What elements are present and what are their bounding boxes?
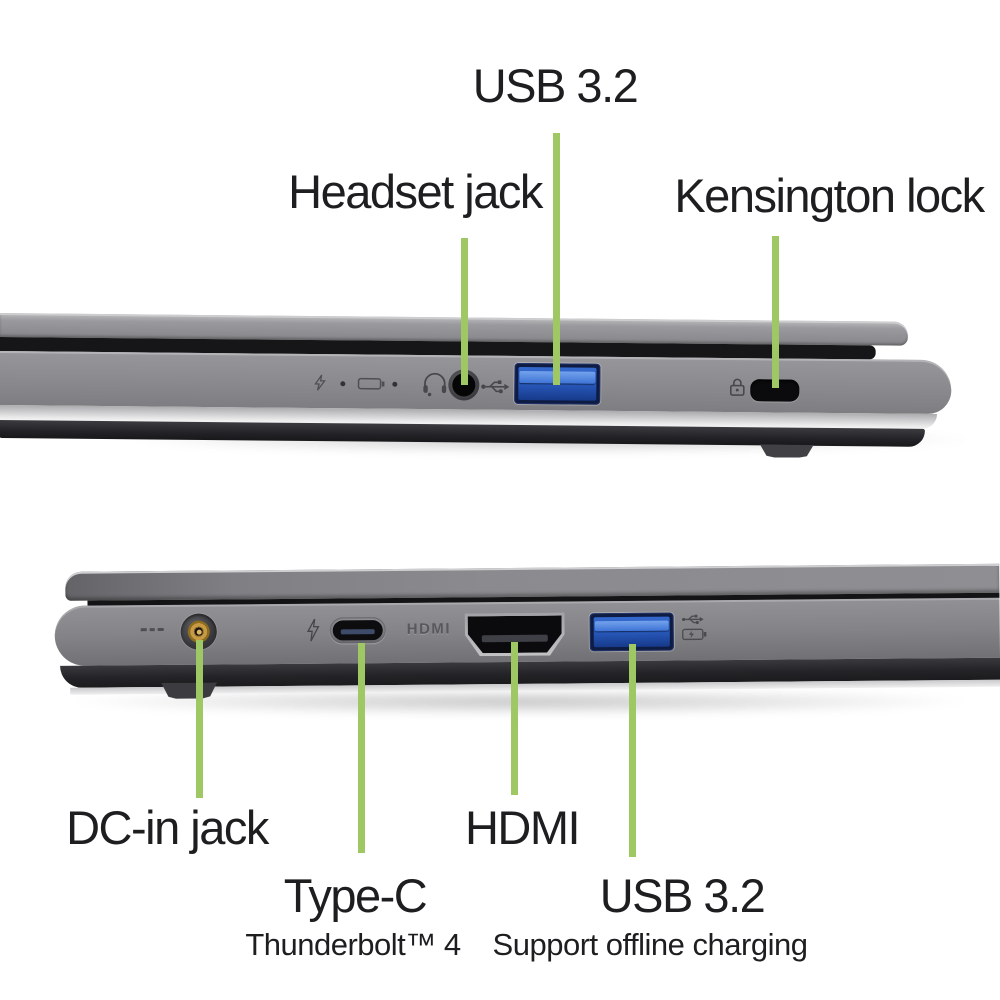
power-led [340,381,346,387]
headset-icon [421,371,448,397]
laptop-base-edge: HDMI [54,597,1000,666]
leader-line-type-c [358,643,365,853]
kensington-lock-icon [728,377,746,397]
dc-power-icon [140,624,164,632]
leader-line-kensington-lock [772,236,779,388]
usb-c-port-tongue [340,628,375,635]
callout-dc-in-jack: DC-in jack [66,801,269,854]
leader-line-usb-top [553,133,560,385]
rubber-foot [759,444,815,458]
laptop-left-side: HDMI [47,552,1000,706]
leader-line-usb-bottom [629,644,636,857]
leader-line-hdmi [511,642,518,795]
power-status-icon [313,374,326,391]
battery-led [392,381,398,387]
thunderbolt-icon [306,618,320,643]
callout-type-c-subtext: Thunderbolt™ 4 [245,927,461,962]
usb-trident-icon [480,377,510,396]
leader-line-dc-in [196,640,203,798]
hdmi-engraved-label: HDMI [406,620,452,638]
callout-usb-subtext: Support offline charging [492,927,808,962]
laptop-base-edge [0,350,952,415]
leader-line-headset-jack [461,238,468,385]
callout-usb-bottom: USB 3.2 [599,869,766,922]
laptop-right-side [0,313,956,464]
callout-usb-top: USB 3.2 [472,59,639,112]
callout-type-c: Type-C [283,869,428,922]
rubber-foot [160,683,218,700]
usb-port-tongue [594,620,669,632]
laptop-shadow [60,692,980,716]
dc-jack-center-pin [196,629,202,635]
callout-kensington-lock: Kensington lock [674,169,985,222]
hdmi-port-tongue [482,634,548,642]
battery-status-icon [357,377,385,390]
usb-c-port [329,617,386,644]
usb-battery-charging-icon [680,613,710,643]
callout-headset-jack: Headset jack [288,165,543,218]
callout-hdmi: HDMI [464,801,581,854]
